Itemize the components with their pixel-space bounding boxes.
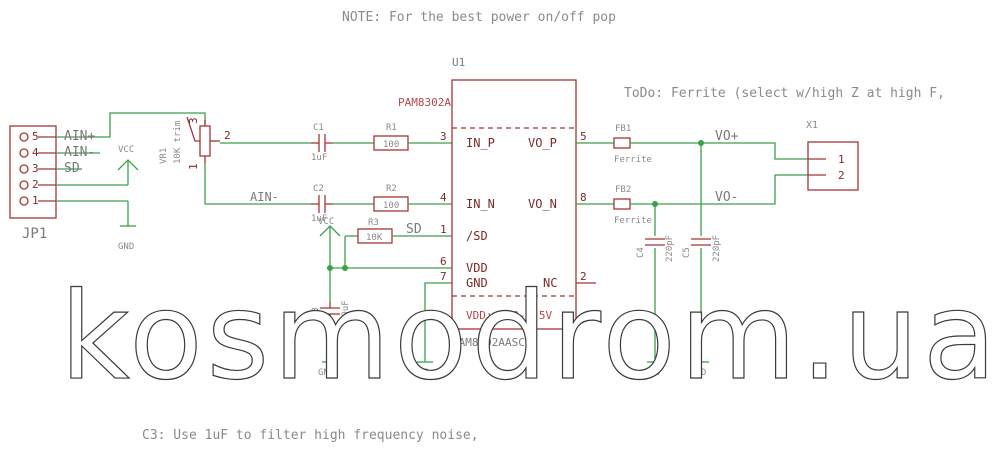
jp1-wires — [56, 112, 206, 227]
gnd-label-jp1: GND — [118, 242, 134, 252]
c3-ref: C3 — [311, 307, 321, 318]
u1-pin-8-num: 8 — [580, 191, 587, 204]
ferrite-fb2: FB2 Ferrite — [613, 185, 652, 226]
jp1-pin-2: 2 — [32, 178, 39, 191]
vcc-label-jp1: VCC — [118, 145, 134, 155]
u1-pin-vo-n: VO_N — [528, 197, 557, 211]
gnd-label-u1: GND — [413, 368, 429, 378]
net-label-sd: SD — [406, 222, 422, 237]
u1-pin-vdd: VDD — [466, 261, 488, 275]
net-label-ain-minus-jp1: AIN- — [64, 145, 95, 160]
capacitor-c1: C1 1uF — [311, 123, 333, 163]
jp1-pin-lines — [38, 136, 56, 202]
u1-pin-4-num: 4 — [440, 191, 447, 204]
wire-vo-minus — [630, 174, 808, 205]
r3-value: 10K — [366, 233, 383, 243]
u1-pin-nc: NC — [543, 276, 557, 290]
gnd-label-c4: GND — [644, 368, 660, 378]
u1-part: PAM8302A — [398, 96, 451, 109]
fb1-ref: FB1 — [615, 124, 631, 134]
gnd-label-c5: GND — [690, 368, 706, 378]
u1-pin-gnd: GND — [466, 276, 488, 290]
wire-vr1-c2 — [204, 164, 311, 205]
r1-value: 100 — [383, 140, 399, 150]
x1-ref: X1 — [806, 120, 818, 131]
x1-pin-2: 2 — [838, 169, 845, 182]
u1-pin-5-num: 5 — [580, 130, 587, 143]
c2-value: 1uF — [311, 214, 327, 224]
note-bottom: C3: Use 1uF to filter high frequency noi… — [142, 428, 479, 443]
jp1-pin-1: 1 — [32, 194, 39, 207]
connector-jp1: 5 4 3 2 1 JP1 — [9, 125, 57, 242]
u1-pin-sd: /SD — [466, 229, 488, 243]
vcc-label-r3: VCC — [318, 217, 334, 227]
ferrite-fb1: FB1 Ferrite — [613, 124, 652, 165]
resistor-r3: R3 10K — [345, 218, 393, 244]
jp1-pin-3: 3 — [32, 162, 39, 175]
jp1-pin-5: 5 — [32, 130, 39, 143]
u1-pin-2-num: 2 — [580, 270, 587, 283]
u1-pin-1-num: 1 — [440, 223, 447, 236]
c5-value: 220pF — [712, 235, 722, 262]
resistor-r2: R2 100 — [373, 184, 409, 212]
net-label-ain-minus: AIN- — [250, 190, 279, 204]
net-label-sd-jp1: SD — [64, 161, 80, 176]
fb2-ref: FB2 — [615, 185, 631, 195]
junction-r3 — [342, 265, 348, 271]
r2-ref: R2 — [386, 184, 397, 194]
net-label-vo-plus: VO+ — [715, 129, 739, 144]
gnd-label-c3: GND — [318, 368, 334, 378]
c4-value: 220pF — [665, 235, 675, 262]
resistor-r1: R1 100 — [373, 123, 409, 151]
watermark-text: kosmodrom.ua — [60, 268, 1000, 407]
vr1-pin-2: 2 — [224, 129, 231, 142]
fb2-value: Ferrite — [614, 216, 652, 226]
u1-pin-6-num: 6 — [440, 255, 447, 268]
c1-value: 1uF — [311, 153, 327, 163]
u1-part-full: PAM8302AASCR — [452, 336, 532, 349]
connector-x1: 1 2 X1 — [806, 120, 859, 191]
vr1-pin-3: 3 — [187, 117, 200, 124]
capacitor-c5: C5 220pF — [682, 235, 722, 262]
u1-pin-vo-p: VO_P — [528, 136, 557, 150]
net-label-vo-minus: VO- — [715, 190, 738, 205]
u1-pin-in-n: IN_N — [466, 197, 495, 211]
u1-vdd-range: VDD: 2.0-5.5V — [466, 309, 552, 322]
note-top: NOTE: For the best power on/off pop — [342, 10, 616, 25]
c1-ref: C1 — [313, 123, 324, 133]
vr1-value: 10K trim — [173, 121, 183, 164]
c5-ref: C5 — [682, 247, 692, 258]
c2-ref: C2 — [313, 184, 324, 194]
u1-pin-7-num: 7 — [440, 270, 447, 283]
fb1-value: Ferrite — [614, 155, 652, 165]
r2-value: 100 — [383, 201, 399, 211]
vr1-pin-1: 1 — [187, 163, 200, 170]
r3-ref: R3 — [368, 218, 379, 228]
jp1-pin-4: 4 — [32, 146, 39, 159]
x1-pin-1: 1 — [838, 153, 845, 166]
net-label-ain-plus: AIN+ — [64, 129, 95, 144]
r1-ref: R1 — [386, 123, 397, 133]
capacitor-c3: C3 10uF — [311, 300, 351, 322]
u1-pin-in-p: IN_P — [466, 136, 495, 150]
wire-u1-gnd — [424, 282, 452, 362]
note-todo: ToDo: Ferrite (select w/high Z at high F… — [624, 86, 945, 101]
jp1-ref: JP1 — [22, 226, 47, 242]
vr1-trimmer: VR1 10K trim 3 1 2 — [159, 116, 231, 170]
c3-value: 10uF — [341, 300, 351, 322]
capacitor-c2: C2 1uF — [311, 184, 333, 224]
u1-pin-3-num: 3 — [440, 130, 447, 143]
vr1-ref: VR1 — [159, 148, 169, 164]
vcc-symbol-r3: VCC — [318, 217, 341, 237]
capacitor-c4: C4 220pF — [636, 235, 675, 262]
wire-vo-plus — [630, 142, 808, 160]
c4-ref: C4 — [636, 247, 646, 258]
u1-ref: U1 — [452, 56, 465, 69]
